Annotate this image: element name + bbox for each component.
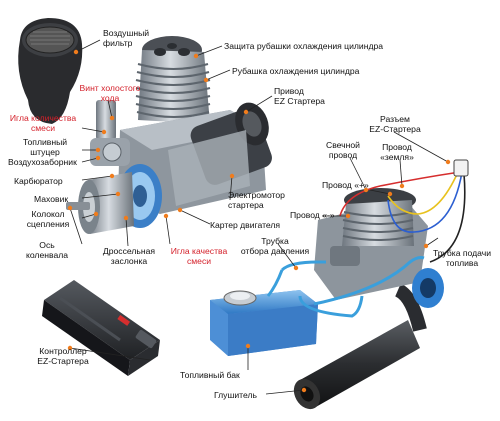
pressure-tube-icon bbox=[266, 260, 364, 318]
fuel-feed-tube-icon bbox=[313, 256, 425, 306]
ez-controller-icon bbox=[42, 280, 160, 376]
fuel-tank-icon bbox=[210, 290, 318, 356]
leader-lines bbox=[69, 39, 449, 395]
label-minus-wire: Провод «-» bbox=[290, 210, 335, 220]
label-ground-wire: Провод«земля» bbox=[380, 142, 414, 162]
wires-icon bbox=[339, 171, 466, 263]
label-cylinder-guard: Защита рубашки охлаждения цилиндра bbox=[224, 41, 384, 51]
cylinder-head-icon bbox=[135, 36, 211, 124]
leader-dots bbox=[67, 49, 451, 393]
label-air-intake: Воздухозаборник bbox=[8, 157, 77, 167]
label-crankcase: Картер двигателя bbox=[210, 220, 281, 230]
right-engine-icon bbox=[314, 188, 444, 308]
clutch-bell-icon bbox=[66, 172, 134, 234]
label-flywheel: Маховик bbox=[34, 194, 69, 204]
ez-connector-icon bbox=[453, 159, 469, 177]
label-fuel-tank: Топливный бак bbox=[180, 370, 240, 380]
label-muffler: Глушитель bbox=[214, 390, 258, 400]
muffler-icon bbox=[293, 283, 427, 410]
label-carburetor: Карбюратор bbox=[14, 176, 63, 186]
carburetor-icon bbox=[90, 100, 130, 166]
label-plus-wire: Провод «+» bbox=[322, 180, 369, 190]
label-cooling-jacket: Рубашка охлаждения цилиндра bbox=[232, 66, 360, 76]
air-filter-icon bbox=[18, 18, 83, 124]
